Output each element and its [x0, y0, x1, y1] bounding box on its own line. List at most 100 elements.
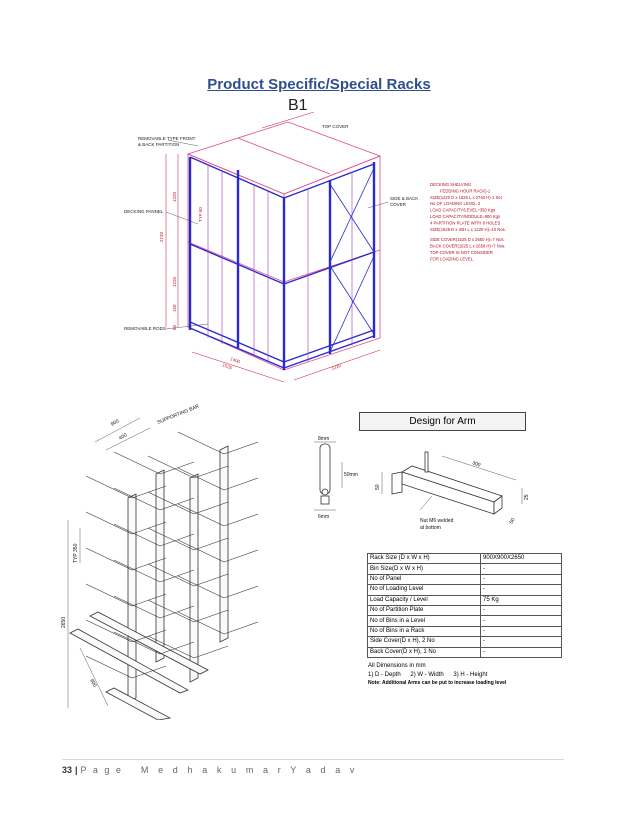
page-word: P a g e: [80, 765, 123, 775]
cantilever-arm: [223, 441, 259, 455]
label-side-back-cover: SIDE & BACK: [390, 196, 418, 201]
cantilever-arm: [113, 523, 161, 547]
footer-divider: [62, 759, 564, 760]
cantilever-arm: [85, 655, 133, 679]
cantilever-drawing: SUPPORTING BAR 900 400 2650 TYP 350 900: [50, 388, 300, 720]
rack-note-line: LOAD CAPACITY/MODULE=900 Kgs: [430, 214, 500, 219]
spec-row: No of Partition Plate-: [367, 604, 562, 617]
cantilever-arm: [159, 641, 195, 655]
page-number: 33: [62, 765, 73, 775]
rack-note-line: No OF LOADING LEVEL-2: [430, 201, 481, 206]
cantilever-arm: [85, 475, 133, 499]
spec-key: No of Partition Plate: [367, 604, 481, 617]
dim-typ60: TYP 60: [198, 207, 203, 222]
rack-note-line: FOR LOADING LEVEL: [430, 256, 474, 261]
cantilever-arm: [177, 431, 225, 455]
cantilever-arm: [131, 665, 167, 679]
spec-key: Bin Size(D x W x H): [367, 563, 481, 575]
cantilever-arm: [113, 631, 161, 655]
cantilever-arm: [177, 539, 225, 563]
spec-key: No of Loading Level: [367, 584, 481, 596]
dim-2740: 2740: [159, 231, 164, 242]
dim-1220-upper: 1220: [172, 191, 177, 202]
spec-key: No of Bins in a Level: [367, 615, 481, 627]
arm-drawing: 8mm 50mm 6mm 300 50 25 50 Nut M6 welded …: [302, 432, 542, 552]
cantilever-arm: [223, 477, 259, 491]
drawing-label: B1: [288, 97, 308, 114]
spec-row: No of Loading Level-: [367, 584, 562, 596]
spec-row: Bin Size(D x W x H)-: [367, 563, 562, 575]
spec-value: 900X900X2650: [480, 552, 562, 565]
label-nut-2: at bottom: [420, 525, 441, 531]
cantilever-arm: [177, 611, 225, 635]
spec-value: -: [480, 625, 562, 638]
dim-2650: 2650: [61, 617, 67, 628]
spec-key: Side Cover(D x H), 2 No: [367, 636, 481, 648]
label-top-cover: TOP COVER: [322, 124, 349, 129]
cantilever-arm: [131, 557, 167, 571]
cantilever-arm: [193, 465, 229, 479]
cantilever-arm: [223, 621, 259, 635]
dimension-notes: All Dimensions in mm 1) D - Depth 2) W -…: [368, 662, 506, 688]
label-front-partition: REMOVABLE TYPE FRONT: [138, 136, 196, 141]
dimension-width: 2) W - Width: [410, 671, 444, 678]
cantilever-arm: [159, 605, 195, 619]
rack-note-line: SIZE(1525 D x 30H L x 1220 H)=10 Nos.: [430, 227, 506, 232]
spec-row: No of Panel-: [367, 573, 562, 586]
cantilever-arm: [147, 599, 195, 623]
rack-note-line: 4 PARTITION PLATE WITH 8 HOLES: [430, 220, 500, 225]
dim-50mm: 50mm: [344, 472, 358, 478]
cantilever-arm: [147, 563, 195, 587]
dim-50: 50: [375, 484, 381, 490]
cantilever-arm: [177, 467, 225, 491]
dim-900-bottom: 900: [88, 678, 97, 688]
cantilever-arm: [193, 609, 229, 623]
spec-key: Load Capacity / Level: [367, 594, 481, 606]
cantilever-arm: [131, 593, 167, 607]
spec-key: No of Bins in a Rack: [367, 625, 481, 638]
cantilever-arm: [147, 635, 195, 659]
cantilever-arm: [223, 549, 259, 563]
dimension-depth: 1) D - Depth: [368, 671, 401, 678]
cantilever-arm: [131, 485, 167, 499]
arm-design-title: Design for Arm: [359, 412, 526, 431]
spec-row: Back Cover(D x H), 1 No-: [367, 646, 562, 658]
cantilever-arm: [147, 491, 195, 515]
spec-key: No of Panel: [367, 573, 481, 586]
spec-row: Side Cover(D x H), 2 No-: [367, 636, 562, 648]
cantilever-arm: [85, 619, 133, 643]
cantilever-arm: [85, 547, 133, 571]
cantilever-arm: [159, 497, 195, 511]
dim-1525: 1525: [222, 362, 234, 370]
rack-note-line: BACK COVER(1525 L x 2650 H)=7 Nos.: [430, 244, 505, 249]
label-removable-rods: REMOVABLE RODS: [124, 326, 166, 331]
cantilever-arm: [223, 513, 259, 527]
label-side-back-cover-2: COVER: [390, 202, 407, 207]
cantilever-arm: [113, 595, 161, 619]
cantilever-arm: [85, 583, 133, 607]
cantilever-arm: [159, 533, 195, 547]
spec-value: -: [480, 563, 562, 575]
dim-150: 150: [172, 304, 177, 312]
cantilever-arm: [193, 645, 229, 659]
cantilever-arm: [159, 569, 195, 583]
cantilever-arm: [85, 511, 133, 535]
cantilever-arm: [113, 559, 161, 583]
spec-value: -: [480, 584, 562, 596]
cantilever-arm: [193, 573, 229, 587]
dimension-note: Note: Additional Arms can be put to incr…: [368, 680, 507, 686]
dimension-height: 3) H - Height: [453, 671, 488, 678]
dim-25: 25: [524, 494, 530, 500]
label-decking-pannel: DECKING PANNEL: [124, 209, 164, 214]
cantilever-arm: [113, 487, 161, 511]
label-front-partition-2: & BACK PARTITION: [138, 142, 179, 147]
rack-note-line: LOAD CAPACITY/LEVEL=350 Kgs: [430, 208, 495, 213]
rack-note-line: TOP COVER IS NOT CONSIDER: [430, 250, 493, 255]
dim-400: 400: [118, 432, 128, 441]
dim-900-top: 900: [110, 418, 120, 427]
dim-8mm: 8mm: [318, 436, 329, 442]
spec-value: 75 Kg: [480, 594, 562, 606]
label-nut: Nut M6 welded: [420, 518, 454, 524]
